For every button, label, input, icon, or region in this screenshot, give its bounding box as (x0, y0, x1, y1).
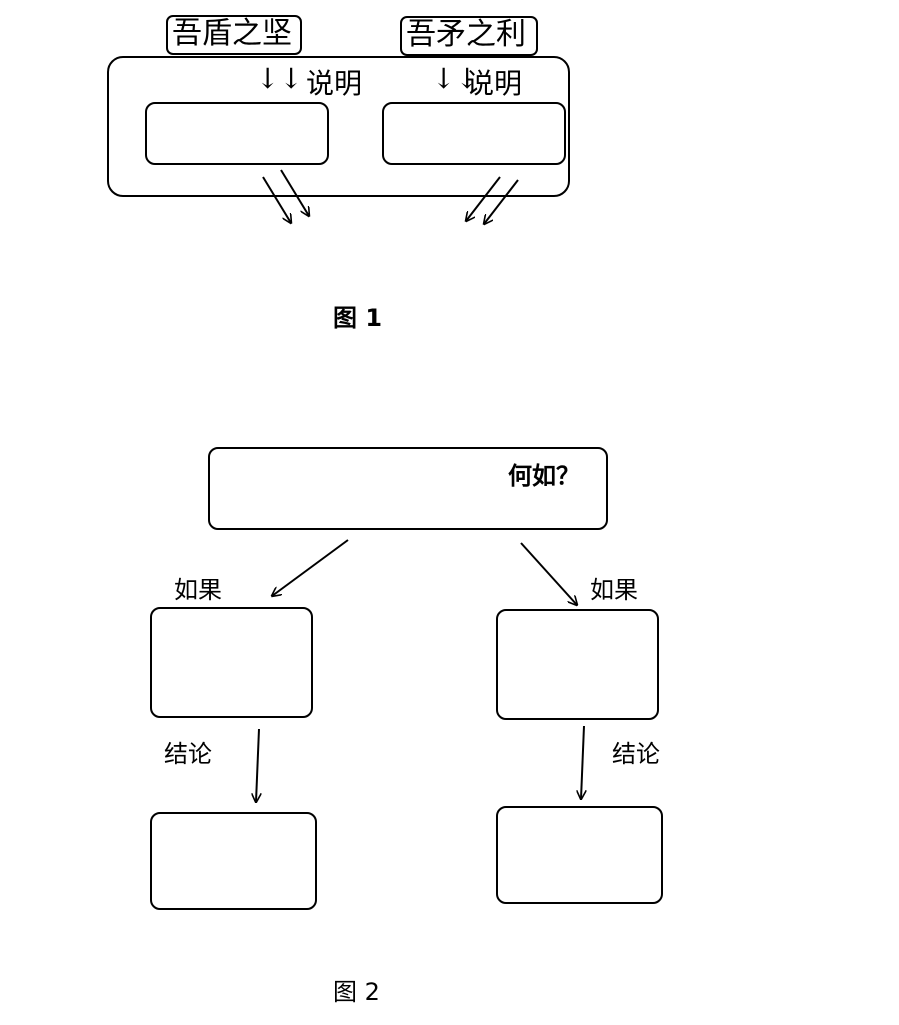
figure-1-caption: 图 1 (333, 304, 383, 332)
explain-box-right (382, 102, 566, 165)
arrow-question-to-if-right (520, 542, 577, 605)
arrow-question-to-if-left (272, 539, 349, 596)
output-arrow-left-1 (262, 176, 291, 223)
if-box-right (496, 609, 659, 720)
down-arrows-left: ↓↓ (256, 62, 303, 95)
question-label: 何如？ (508, 461, 580, 490)
conclusion-box-left (150, 812, 317, 910)
figure-1: 吾盾之坚 吾矛之利 ↓↓ 说明 ↓↓ 说明 图 1 (0, 0, 899, 340)
conclusion-label-right: 结论 (612, 740, 660, 768)
arrow-if-left-to-conclusion (256, 728, 259, 802)
if-box-left (150, 607, 313, 718)
outer-container (107, 56, 570, 197)
explain-label-left: 说明 (306, 67, 363, 100)
if-label-right: 如果 (590, 576, 638, 604)
arrow-if-right-to-conclusion (581, 725, 584, 799)
conclusion-box-right (496, 806, 663, 904)
output-arrow-right-2 (484, 179, 519, 224)
figure-2: 何如？ 如果 如果 结论 结论 图 2 (0, 420, 899, 1025)
if-label-left: 如果 (174, 576, 222, 604)
label-spear-sharp: 吾矛之利 (400, 16, 538, 56)
figure-2-caption: 图 2 (333, 978, 380, 1006)
label-shield-solid: 吾盾之坚 (166, 15, 302, 55)
conclusion-label-left: 结论 (164, 740, 212, 768)
explain-label-right: 说明 (466, 67, 523, 100)
output-arrow-right-1 (466, 176, 501, 221)
question-box (208, 447, 608, 530)
output-arrow-left-2 (280, 169, 309, 216)
explain-box-left (145, 102, 329, 165)
down-arrows-right: ↓↓ (432, 62, 479, 95)
